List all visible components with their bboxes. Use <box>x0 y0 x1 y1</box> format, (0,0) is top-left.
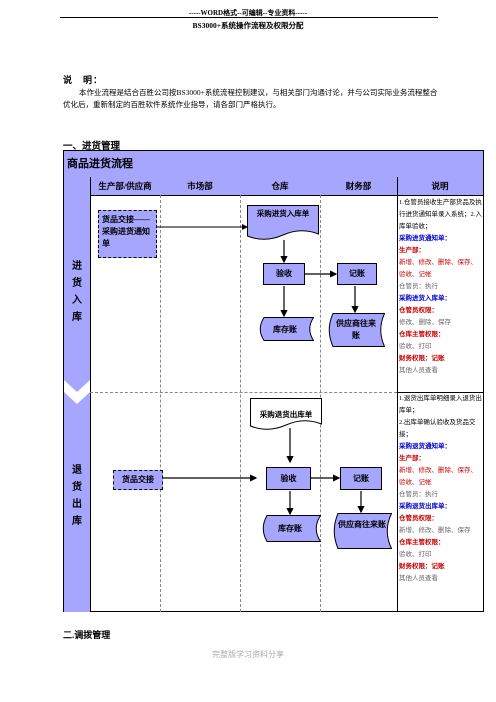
note-line: 2.出库单确认验收及货品交接； <box>399 419 476 438</box>
table-title: 商品进货流程 <box>64 151 483 177</box>
ledger-shape <box>333 513 392 549</box>
column-header-marketing: 市场部 <box>187 181 213 191</box>
note-line: 新增、修改、删除、保存、验收、记帐 <box>399 467 477 486</box>
notes-inbound: 1.仓管员接收生产部货品及执行进货通知单录入系统；2.入库单验收； 采购进货通知单… <box>399 197 482 377</box>
lane-divider <box>160 195 161 612</box>
table-rule <box>397 177 398 612</box>
column-header-notes: 说明 <box>431 181 449 191</box>
intro-title: 说 明： <box>63 75 104 85</box>
doc-purchase-inbound-receipt: 采购进货入库单 <box>256 209 310 218</box>
table-rule <box>90 195 483 196</box>
supplier-ledger: 供应商往来账 <box>336 319 376 340</box>
return-stock-ledger: 库存账 <box>278 524 302 533</box>
column-header-production: 生产部/供应商 <box>98 181 152 191</box>
note-line: 仓库主管权限： <box>399 539 445 546</box>
column-header-finance: 财务部 <box>345 181 372 191</box>
bookkeeping-step: 记账 <box>337 263 377 285</box>
section-heading-transfer: 二.调拨管理 <box>63 630 111 640</box>
table-rule <box>90 177 91 612</box>
page-header-top: -----WORD格式--可编辑--专业资料----- <box>188 9 308 17</box>
note-line: 仓管员：执行 <box>399 491 438 498</box>
lane-label-return: 退货 出库 <box>72 465 82 527</box>
document-shape <box>247 205 319 240</box>
process-table <box>63 150 484 612</box>
document-shape <box>250 398 322 430</box>
lane-chevron-icon <box>64 380 90 404</box>
lane-divider <box>90 392 397 393</box>
lane-divider <box>240 195 241 612</box>
note-line: 验收、打印 <box>399 551 432 558</box>
stock-ledger: 库存账 <box>273 325 297 334</box>
note-line: 财务权限：记账 <box>399 563 445 570</box>
note-line: 仓管员权限： <box>399 515 438 522</box>
document-title: BS3000+系统操作流程及权限分配 <box>192 21 304 30</box>
note-line: 生产部： <box>399 455 425 462</box>
note-line: 修改、删除、保存 <box>399 319 451 326</box>
return-bookkeeping-step: 记账 <box>340 467 382 490</box>
note-line: 仓管员权限： <box>399 307 438 314</box>
note-line: 生产部： <box>399 247 425 254</box>
note-line: 仓管员：执行 <box>399 283 438 290</box>
notes-return: 1.退货出库单明细录入退货出库单； 2.出库单确认验收及货品交接； 采购退货通知单：… <box>399 393 482 585</box>
note-line: 1.仓管员接收生产部货品及执行进货通知单录入系统；2.入库单验收； <box>399 199 482 230</box>
goods-handover-box: 货品交接 <box>113 470 163 490</box>
note-line: 1.退货出库单明细录入退货出库单； <box>399 395 482 414</box>
note-line: 采购退货出库单： <box>399 503 451 510</box>
column-header-row <box>64 177 483 195</box>
lane-label-inbound: 进货 入库 <box>72 261 82 323</box>
ledger-shape <box>262 515 321 542</box>
header-divider <box>60 17 438 18</box>
return-inspection-step: 验收 <box>266 467 311 490</box>
note-line: 其他人员查看 <box>399 367 438 374</box>
note-line: 财务权限：记账 <box>399 355 445 362</box>
section-heading-purchasing: 一、进货管理 <box>63 142 121 152</box>
table-rule <box>397 392 483 393</box>
return-supplier-ledger: 供应商往来账 <box>338 520 386 529</box>
column-header-warehouse: 仓库 <box>271 181 289 191</box>
note-line: 新增、修改、删除、保存 <box>399 527 471 534</box>
note-line: 仓库主管权限： <box>399 331 445 338</box>
note-line: 新增、修改、删除、保存、验收、记帐 <box>399 259 477 278</box>
ledger-shape <box>328 313 385 347</box>
ledger-shape <box>259 317 314 341</box>
note-line: 采购进货入库单： <box>399 295 451 302</box>
doc-purchase-return-issue: 采购退货出库单 <box>259 410 313 419</box>
page-footer: 完整版学习资料分享 <box>212 650 284 659</box>
note-line: 采购进货通知单： <box>399 235 451 242</box>
note-line: 采购退货通知单： <box>399 443 451 450</box>
supplier-handover-box: 货品交接——采购进货通知单 <box>98 210 157 258</box>
inspection-step: 验收 <box>263 263 305 285</box>
note-line: 验收、打印 <box>399 343 432 350</box>
intro-body: 本作业流程是结合百胜公司按BS3000+系统流程控制建议，与相关部门沟通讨论，并… <box>63 88 438 109</box>
note-line: 其他人员查看 <box>399 575 438 582</box>
